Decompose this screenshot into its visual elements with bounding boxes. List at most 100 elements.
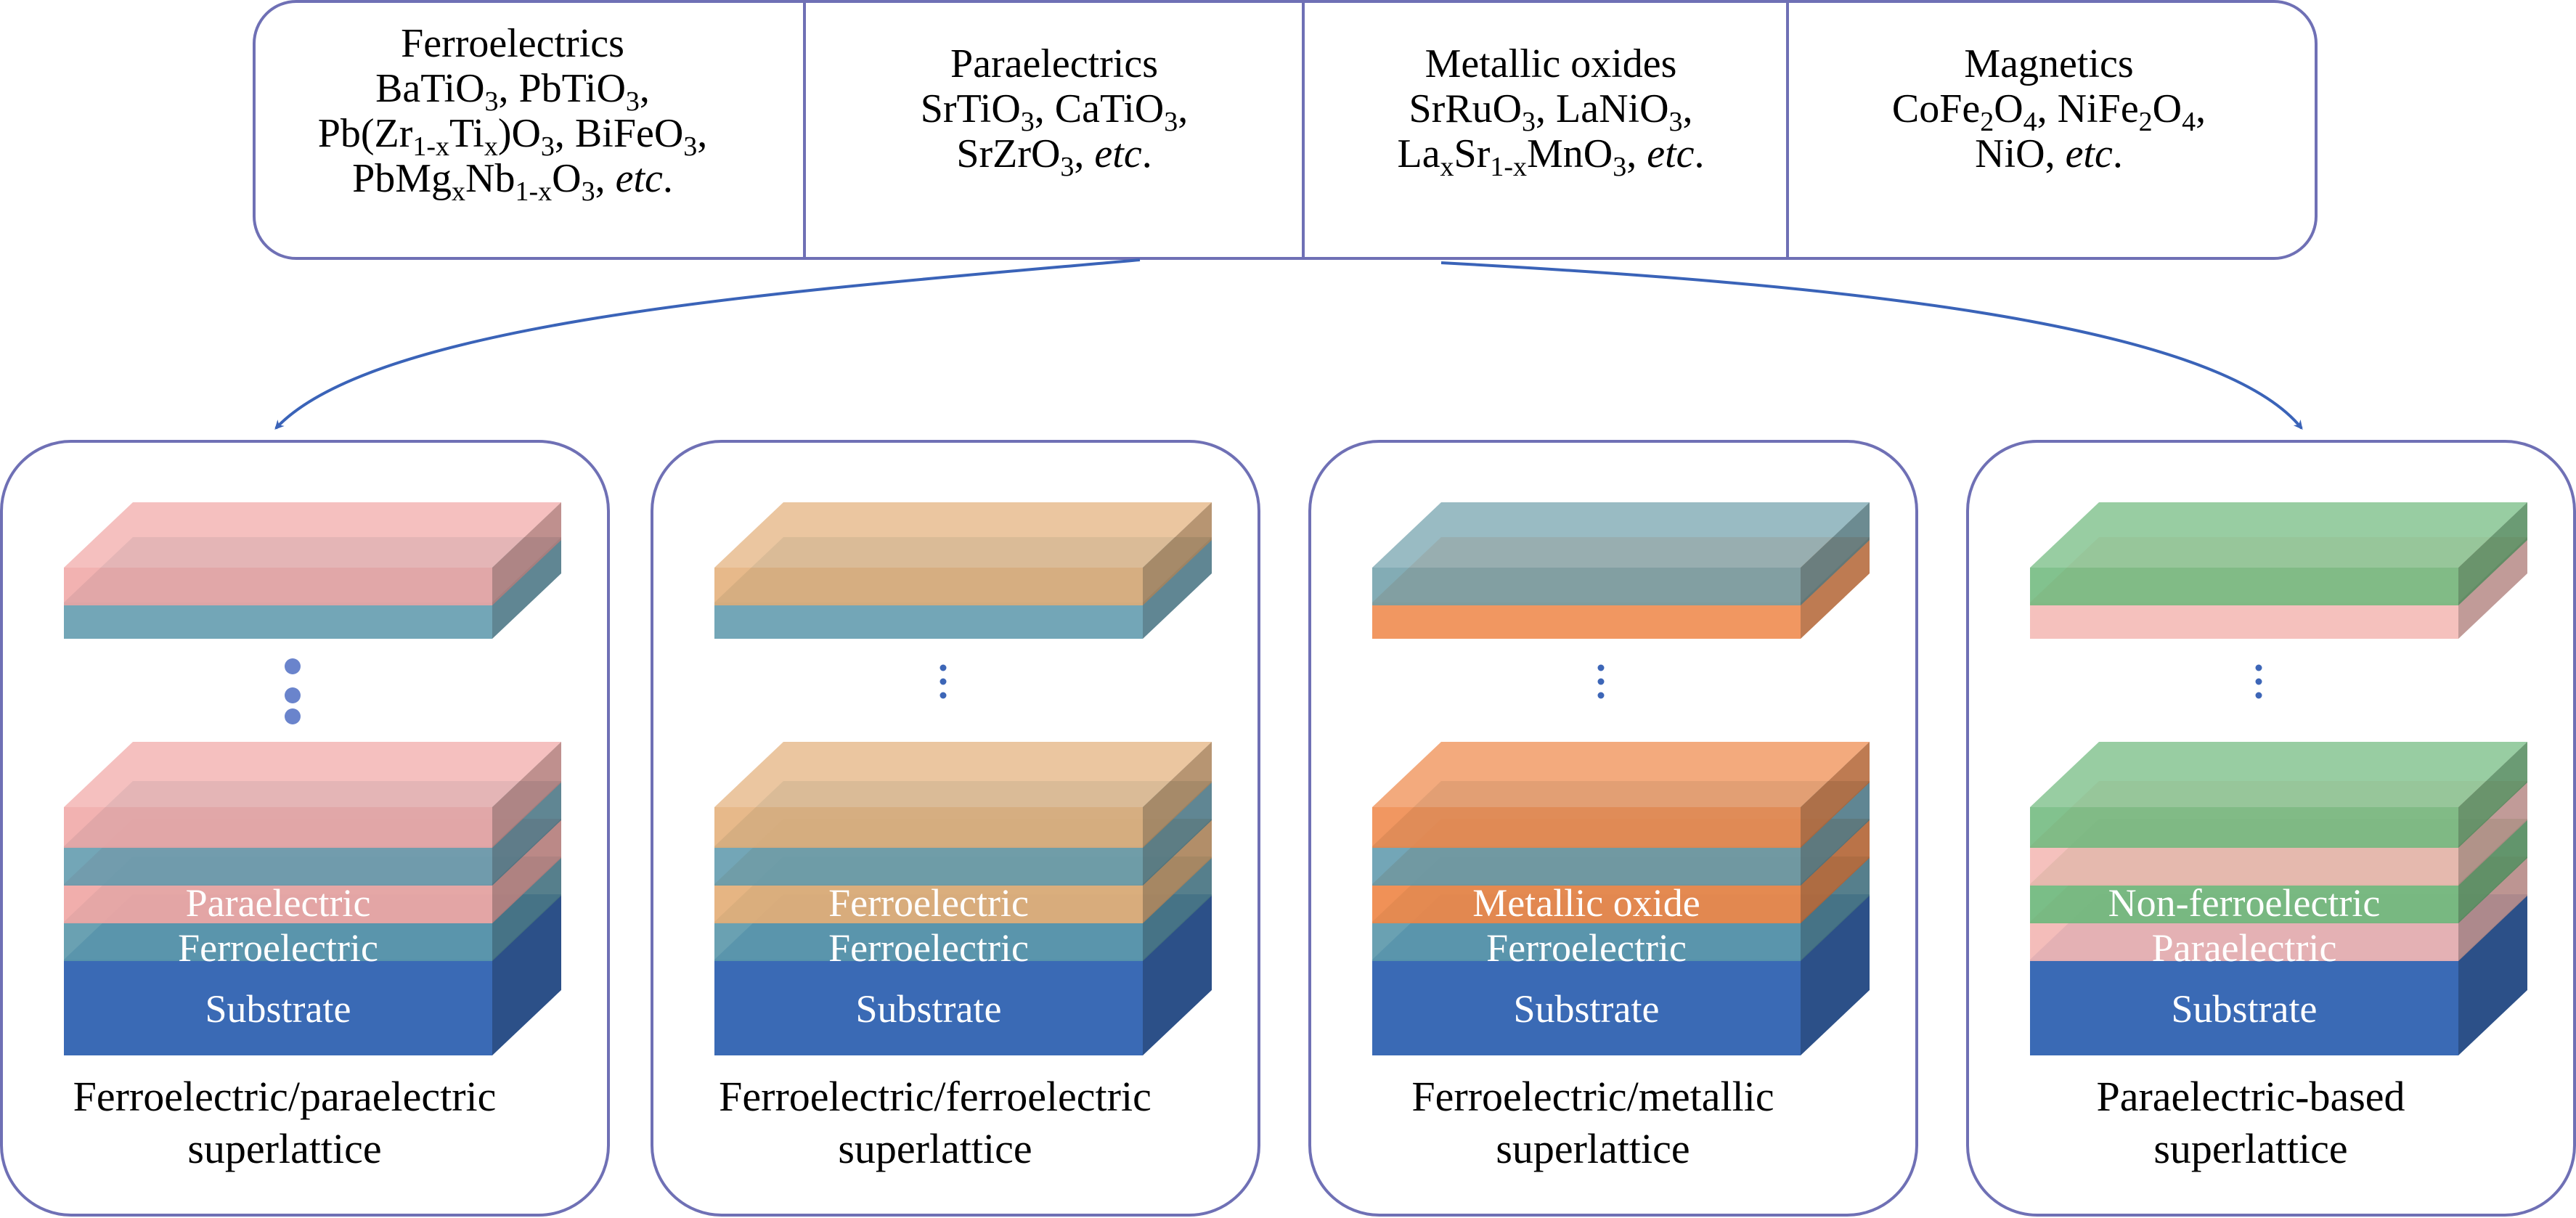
slab-side-face bbox=[2458, 742, 2527, 848]
slab-side-face bbox=[1801, 742, 1870, 848]
continuation-dots bbox=[2255, 664, 2262, 699]
slab-front-face bbox=[2030, 602, 2458, 639]
slab-side-face bbox=[1143, 742, 1212, 848]
slab-side-face bbox=[492, 537, 561, 639]
layer-1 bbox=[1372, 742, 1870, 848]
dot bbox=[939, 692, 947, 699]
upper-superlattice-layers bbox=[1372, 502, 1870, 639]
formula-segment: O bbox=[1994, 86, 2023, 131]
formula-segment: . bbox=[1142, 131, 1152, 176]
formula-segment: 2 bbox=[1980, 107, 1994, 137]
dot bbox=[285, 687, 301, 703]
formula-segment: 3 bbox=[1613, 152, 1626, 182]
slab-front-face bbox=[714, 960, 1143, 1055]
upper-layer-label: Ferroelectric bbox=[828, 881, 1029, 925]
slab-top-face bbox=[64, 502, 561, 568]
dot bbox=[1597, 692, 1605, 699]
formula-segment: , CaTiO bbox=[1035, 86, 1164, 131]
formula-segment: SrTiO bbox=[921, 86, 1021, 131]
slab-side-face bbox=[2458, 502, 2527, 605]
upper-layer-label: Metallic oxide bbox=[1472, 881, 1700, 925]
lower-layer-label: Ferroelectric bbox=[828, 926, 1029, 970]
lower-superlattice-stack bbox=[2030, 742, 2527, 1055]
lower-superlattice-stack bbox=[64, 742, 561, 1055]
formula-segment: , bbox=[640, 66, 650, 111]
substrate-label: Substrate bbox=[1514, 987, 1660, 1031]
formula-segment: , bbox=[1626, 131, 1647, 176]
lower-superlattice-stack bbox=[714, 742, 1212, 1055]
lower-layer-label: Ferroelectric bbox=[178, 926, 378, 970]
category-example-line: PbMgx​Nb1-x​O3​, etc. bbox=[352, 156, 673, 207]
formula-segment: )O bbox=[498, 111, 541, 156]
slab-front-face bbox=[64, 568, 492, 605]
lower-layer-label: Paraelectric bbox=[2152, 926, 2337, 970]
slab-side-face bbox=[1801, 781, 1870, 886]
formula-segment: NiO, bbox=[1975, 131, 2065, 176]
slab-top-face bbox=[1372, 502, 1870, 568]
formula-segment: 2 bbox=[2139, 107, 2153, 137]
formula-segment: . bbox=[663, 156, 673, 201]
category-title: Ferroelectrics bbox=[401, 21, 624, 66]
formula-segment: , bbox=[2196, 86, 2206, 131]
formula-segment: etc bbox=[1647, 131, 1694, 176]
panel-1: ParaelectricFerroelectricSubstrateFerroe… bbox=[0, 440, 610, 1217]
panel-caption-line: superlattice bbox=[838, 1125, 1032, 1172]
slab-top-face bbox=[1372, 742, 1870, 807]
formula-segment: 3 bbox=[626, 86, 640, 117]
slab-front-face bbox=[714, 807, 1143, 848]
formula-segment: SrRuO bbox=[1409, 86, 1522, 131]
category-title: Paraelectrics bbox=[950, 41, 1158, 86]
continuation-dots bbox=[1597, 664, 1605, 699]
slab-front-face bbox=[714, 568, 1143, 605]
slab-front-face bbox=[64, 960, 492, 1055]
upper-superlattice-layers bbox=[714, 502, 1212, 639]
panel-caption-line: Ferroelectric/metallic bbox=[1411, 1073, 1774, 1120]
slab-front-face bbox=[1372, 922, 1801, 961]
arrow-right bbox=[1440, 261, 2303, 430]
slab-front-face bbox=[1372, 602, 1801, 639]
slab-top-face bbox=[2030, 502, 2527, 568]
slab-top-face bbox=[714, 742, 1212, 807]
formula-segment: , bbox=[1178, 86, 1188, 131]
slab-front-face bbox=[64, 884, 492, 923]
formula-segment: , NiFe bbox=[2037, 86, 2139, 131]
slab-side-face bbox=[1143, 781, 1212, 886]
slab-side-face bbox=[492, 894, 561, 1055]
slab-side-face bbox=[1801, 537, 1870, 639]
formula-segment: x bbox=[1440, 152, 1454, 182]
lower-superlattice-stack bbox=[1372, 742, 1870, 1055]
slab-top-face bbox=[714, 502, 1212, 568]
category-example-line: SrTiO3​, CaTiO3​, bbox=[921, 86, 1188, 137]
slab-side-face bbox=[2458, 857, 2527, 961]
slab-side-face bbox=[1143, 537, 1212, 639]
category-example-line: CoFe2​O4​, NiFe2​O4​, bbox=[1892, 86, 2206, 137]
formula-segment: , bbox=[1074, 131, 1094, 176]
slab-front-face bbox=[64, 602, 492, 639]
slab-front-face bbox=[2030, 922, 2458, 961]
formula-segment: 1-x bbox=[412, 131, 449, 162]
substrate-label: Substrate bbox=[205, 987, 351, 1031]
dot bbox=[285, 658, 301, 674]
dot bbox=[1597, 664, 1605, 671]
top-upper-layer bbox=[714, 502, 1212, 605]
formula-segment: La bbox=[1397, 131, 1440, 176]
slab-side-face bbox=[1801, 894, 1870, 1055]
slab-side-face bbox=[492, 819, 561, 923]
formula-segment: 1-x bbox=[1490, 152, 1527, 182]
formula-segment: MnO bbox=[1527, 131, 1613, 176]
slab-side-face bbox=[1801, 857, 1870, 961]
slab-front-face bbox=[714, 602, 1143, 639]
formula-segment: Pb(Zr bbox=[318, 111, 413, 156]
formula-segment: 3 bbox=[1669, 107, 1683, 137]
continuation-dots bbox=[939, 664, 947, 699]
dot bbox=[1597, 678, 1605, 685]
slab-front-face bbox=[2030, 568, 2458, 605]
slab-front-face bbox=[1372, 568, 1801, 605]
slab-side-face bbox=[2458, 781, 2527, 886]
upper-superlattice-layers bbox=[2030, 502, 2527, 639]
formula-segment: etc bbox=[616, 156, 663, 201]
slab-side-face bbox=[492, 742, 561, 848]
formula-segment: 3 bbox=[541, 131, 555, 162]
formula-segment: BaTiO bbox=[375, 66, 484, 111]
